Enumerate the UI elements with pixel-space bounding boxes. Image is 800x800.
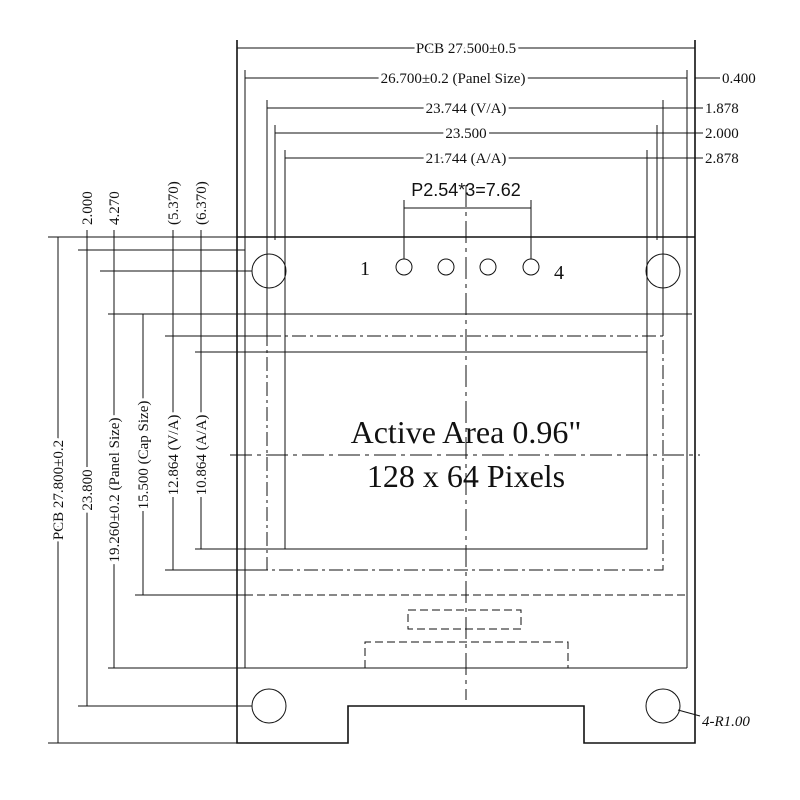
aa-width-label: 21.744 (A/A) [426,151,507,167]
pin-4-label: 4 [554,262,564,284]
pin-pitch-label: P2.54*3=7.62 [411,180,521,200]
left-offset-2000: 2.000 [80,191,96,225]
pin-3 [479,258,497,276]
va-width-label: 23.744 (V/A) [426,101,507,117]
mid-width-label: 23.500 [445,126,486,142]
pin-header: 1 4 P2.54*3=7.62 [360,180,564,284]
aa-height-label: 10.864 (A/A) [194,415,210,496]
active-area-resolution: 128 x 64 Pixels [367,458,565,494]
left-offset-4270: 4.270 [107,191,123,225]
hole-radius-note: 4-R1.00 [677,709,750,730]
fpc-tail-outline [364,641,569,668]
hole-radius-label: 4-R1.00 [702,714,750,730]
left-offset-6370: (6.370) [194,181,210,225]
height-23800-label: 23.800 [80,469,96,510]
pcb-outline [236,40,696,744]
right-offset-1878: 1.878 [705,101,739,117]
mounting-hole-bottom-right [645,688,681,724]
pcb-height-label: PCB 27.800±0.2 [51,440,67,540]
pcb-width-label: PCB 27.500±0.5 [416,41,516,57]
right-offset-dimensions: 0.400 1.878 2.000 2.878 [647,71,756,167]
pin-4 [522,258,540,276]
right-offset-2878: 2.878 [705,151,739,167]
left-dimensions: PCB 27.800±0.2 23.800 19.260±0.2 (Panel … [48,181,285,744]
mounting-hole-bottom-left [251,688,287,724]
right-offset-0400: 0.400 [722,71,756,87]
cap-size-label: 15.500 (Cap Size) [136,401,152,510]
top-dimensions: PCB 27.500±0.5 26.700±0.2 (Panel Size) 2… [237,38,695,352]
fpc-connector-outline [407,609,522,630]
va-height-label: 12.864 (V/A) [166,415,182,496]
right-offset-2000: 2.000 [705,126,739,142]
panel-height-label: 19.260±0.2 (Panel Size) [107,418,123,563]
pin-2 [437,258,455,276]
mounting-hole-top-left [251,253,287,289]
left-offset-5370: (5.370) [166,181,182,225]
active-area-title: Active Area 0.96" [351,414,582,450]
pin-1-label: 1 [360,258,370,280]
panel-width-label: 26.700±0.2 (Panel Size) [381,71,526,87]
viewing-area-outline [266,335,664,571]
centerlines [230,185,700,700]
pin-1 [395,258,413,276]
